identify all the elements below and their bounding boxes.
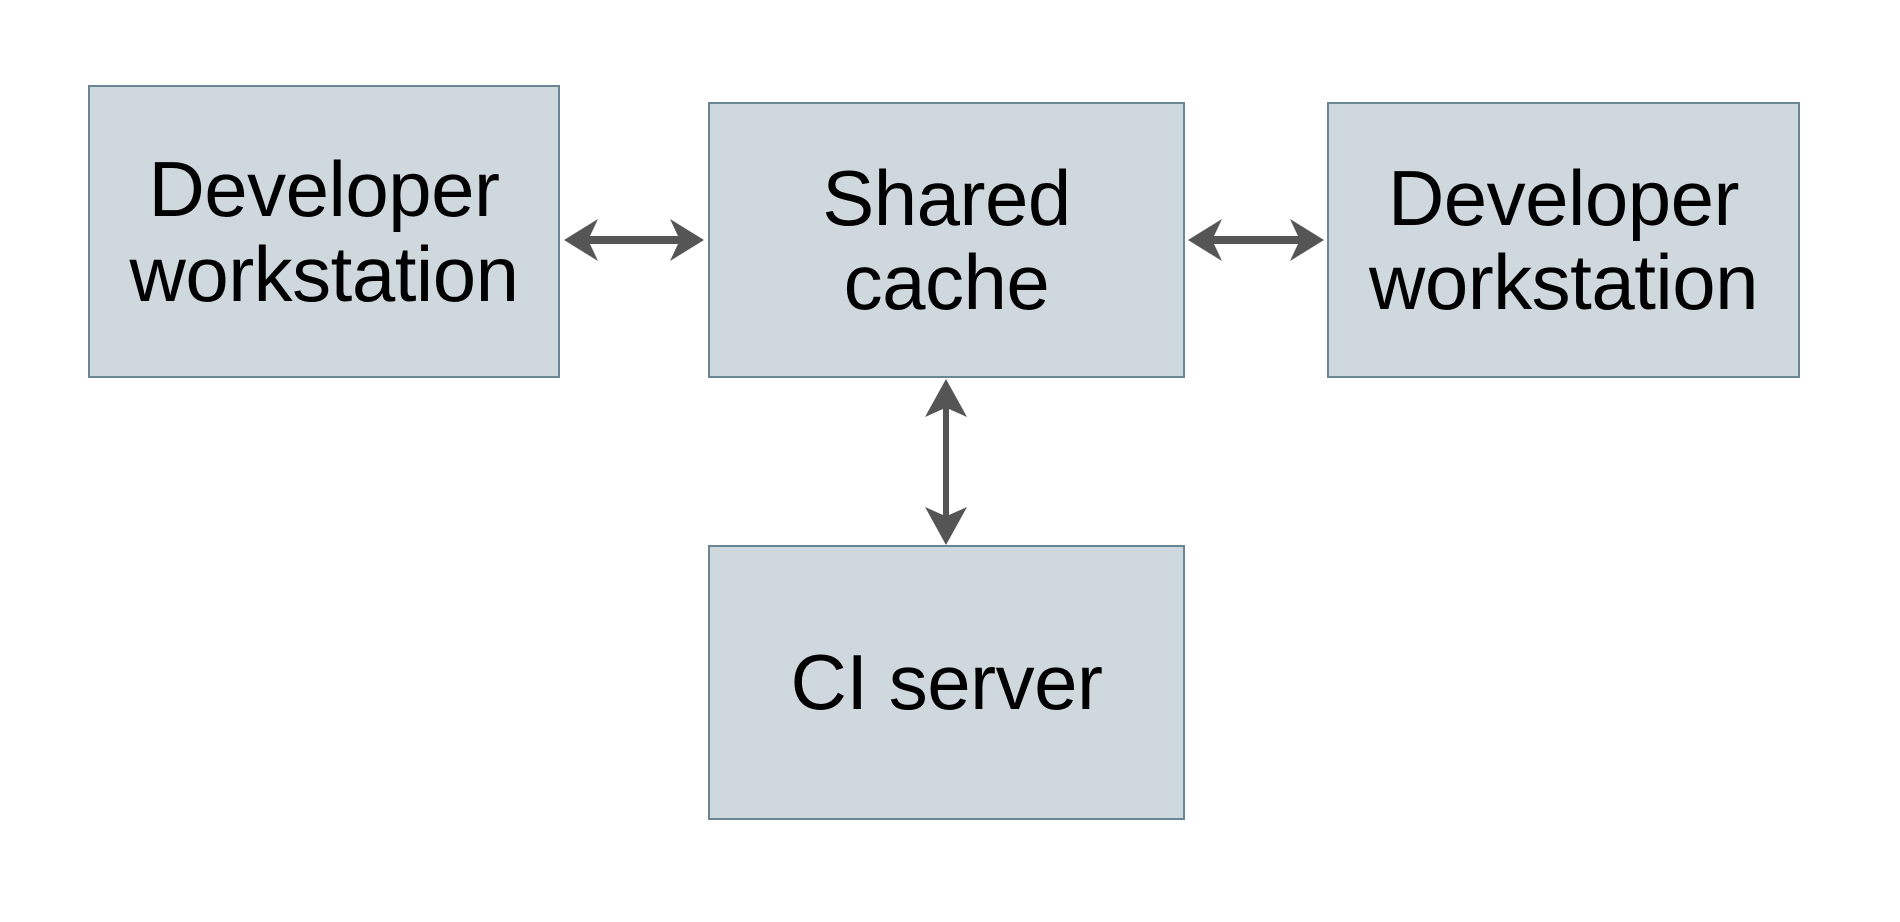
connector-shared-cache-to-developer-right[interactable] [1185,205,1327,275]
node-shared-cache[interactable]: Shared cache [708,102,1185,378]
double-arrow-horizontal-icon [1188,219,1324,261]
node-ci-server[interactable]: CI server [708,545,1185,820]
connector-shared-cache-to-ci-server[interactable] [906,376,986,548]
node-developer-workstation-right[interactable]: Developer workstation [1327,102,1800,378]
double-arrow-horizontal-icon [564,219,704,261]
node-label-ci-server: CI server [790,638,1103,727]
node-label-shared-cache: Shared cache [822,153,1071,326]
node-developer-workstation-left[interactable]: Developer workstation [88,85,560,378]
double-arrow-vertical-icon [925,379,967,545]
connector-developer-left-to-shared-cache[interactable] [560,205,708,275]
node-label-developer-workstation-right: Developer workstation [1369,153,1759,326]
node-label-developer-workstation-left: Developer workstation [129,145,520,318]
